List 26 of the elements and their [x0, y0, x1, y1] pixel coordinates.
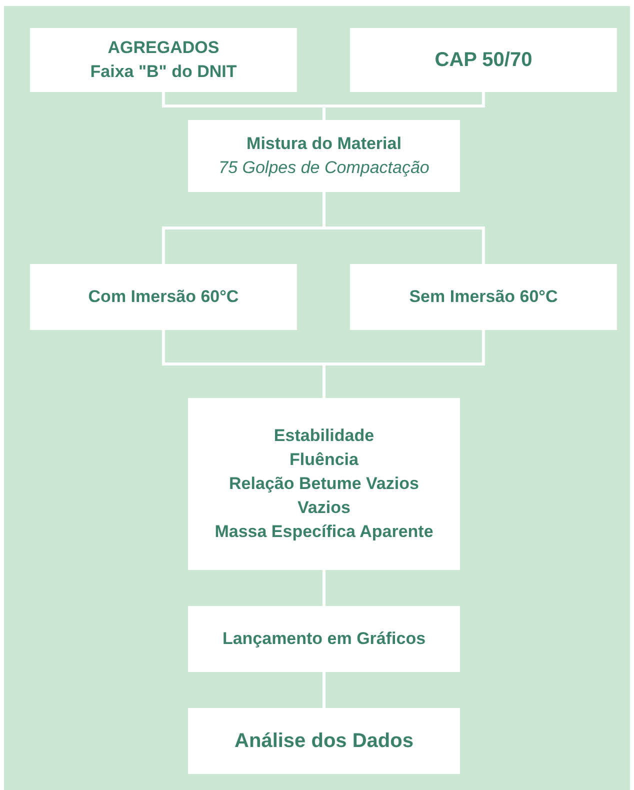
- connector-line: [322, 330, 485, 398]
- box-text: Fluência: [290, 449, 358, 471]
- box-text: Análise dos Dados: [234, 729, 414, 753]
- box-text: Mistura do Material: [246, 133, 402, 155]
- box-text: Com Imersão 60°C: [88, 286, 239, 308]
- box-text: Lançamento em Gráficos: [222, 628, 426, 650]
- connector-line: [322, 92, 485, 120]
- box-text: Massa Específica Aparente: [214, 521, 434, 543]
- box-text: AGREGADOS: [108, 37, 220, 59]
- process-box: [350, 264, 617, 330]
- process-box: [30, 28, 297, 92]
- box-text: Estabilidade: [274, 425, 374, 447]
- box-text: 75 Golpes de Compactação: [218, 157, 430, 179]
- box-text: Relação Betume Vazios: [229, 473, 419, 495]
- box-text: Vazios: [298, 497, 350, 519]
- process-box: [188, 708, 460, 774]
- box-text: Sem Imersão 60°C: [409, 286, 558, 308]
- process-box: [188, 120, 460, 192]
- process-box: [188, 398, 460, 570]
- box-text: Faixa "B" do DNIT: [90, 61, 237, 83]
- process-box: [30, 264, 297, 330]
- connector-line: [322, 570, 326, 606]
- box-text: CAP 50/70: [434, 48, 532, 72]
- process-box: [188, 606, 460, 672]
- connector-line: [322, 672, 326, 708]
- process-box: [350, 28, 617, 92]
